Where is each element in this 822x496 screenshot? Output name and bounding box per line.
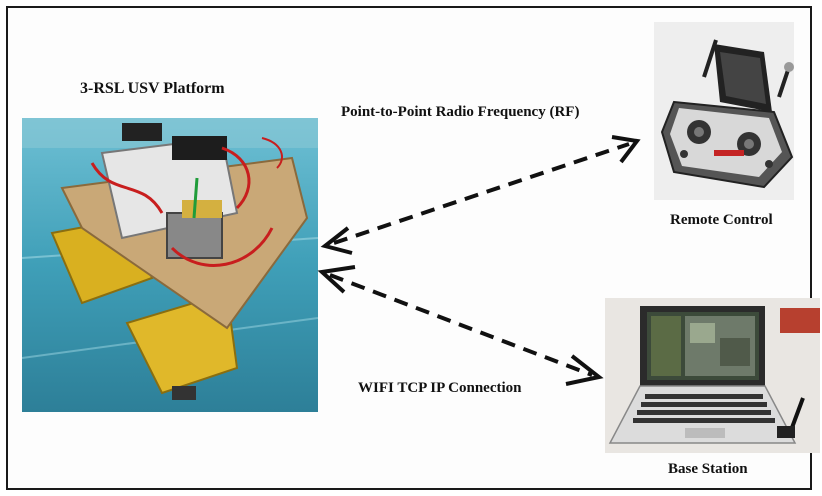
remote-control-label: Remote Control [670,212,773,228]
platform-label: 3-RSL USV Platform [80,80,225,97]
rf-link-label: Point-to-Point Radio Frequency (RF) [341,104,580,120]
laptop-photo [605,298,820,453]
remote-control-photo [654,22,794,200]
base-station-label: Base Station [668,461,748,477]
boat-photo [22,118,318,412]
wifi-link-label: WIFI TCP IP Connection [358,380,522,396]
